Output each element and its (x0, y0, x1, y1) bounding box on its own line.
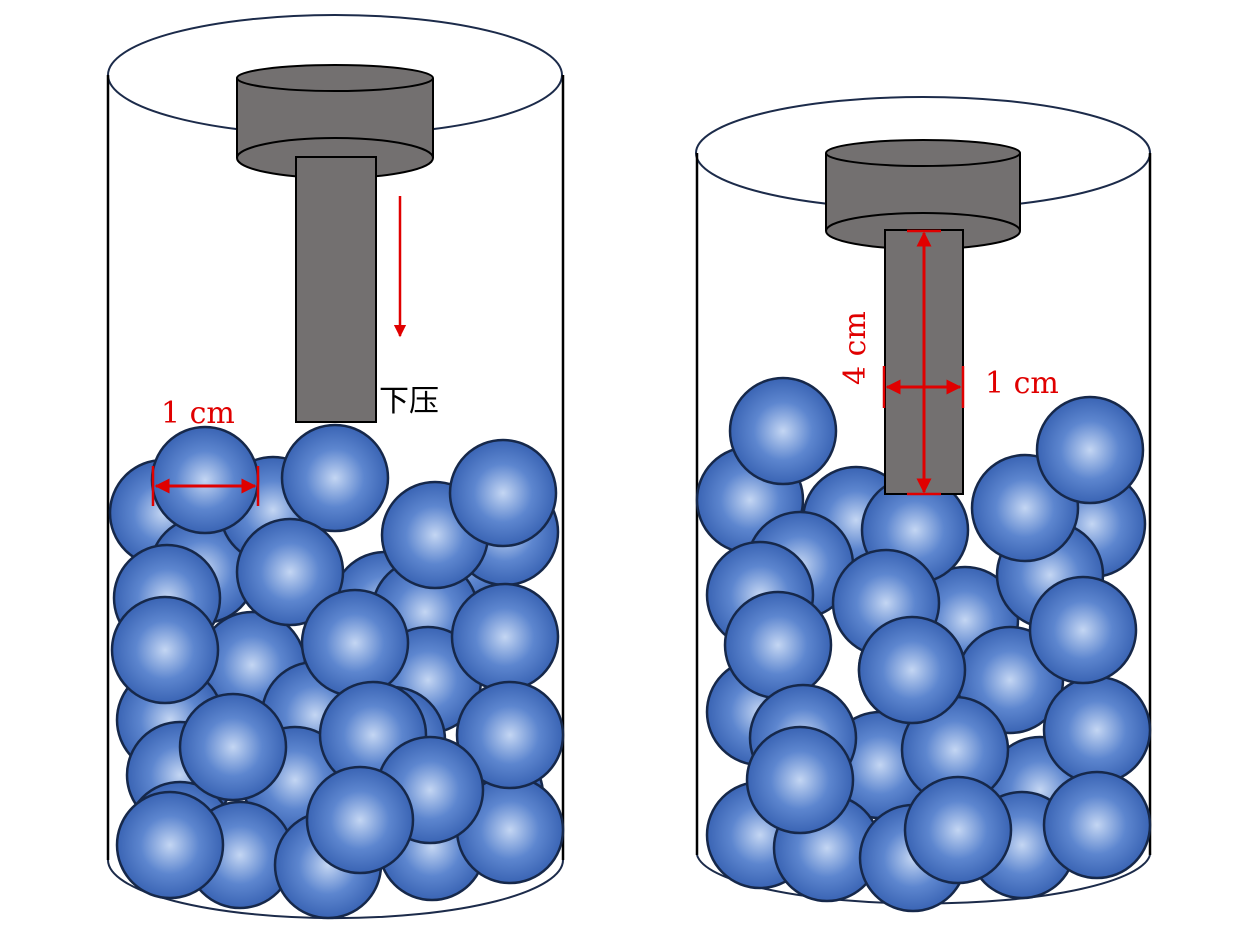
sphere-ball (110, 595, 220, 705)
sphere-ball (455, 680, 565, 790)
sphere-ball (857, 615, 967, 725)
sphere-ball (1035, 395, 1145, 505)
right-ball-pile (695, 376, 1152, 913)
left-ball-pile (108, 423, 565, 920)
sphere-ball (728, 376, 838, 486)
sphere-ball (450, 582, 560, 692)
left-piston-rod (295, 156, 377, 423)
sphere-ball (903, 775, 1013, 885)
sphere-ball (235, 517, 345, 627)
sphere-ball (300, 588, 410, 698)
sphere-ball (448, 438, 558, 548)
dimension-annotations: 1 cm 4 cm 1 cm (151, 229, 1059, 506)
sphere-ball (1028, 575, 1138, 685)
ball-diameter-label: 1 cm (161, 396, 235, 431)
sphere-ball (305, 765, 415, 875)
sphere-ball (280, 423, 390, 533)
left-piston (236, 64, 434, 423)
press-label: 下压 (379, 384, 439, 419)
sphere-ball (115, 790, 225, 900)
sphere-ball (1042, 675, 1152, 785)
sphere-ball (1042, 770, 1152, 880)
sphere-ball (150, 425, 260, 535)
rod-length-label: 4 cm (838, 311, 873, 385)
sphere-ball (745, 725, 855, 835)
sphere-ball (723, 590, 833, 700)
rod-width-label: 1 cm (985, 366, 1059, 401)
sphere-ball (178, 692, 288, 802)
